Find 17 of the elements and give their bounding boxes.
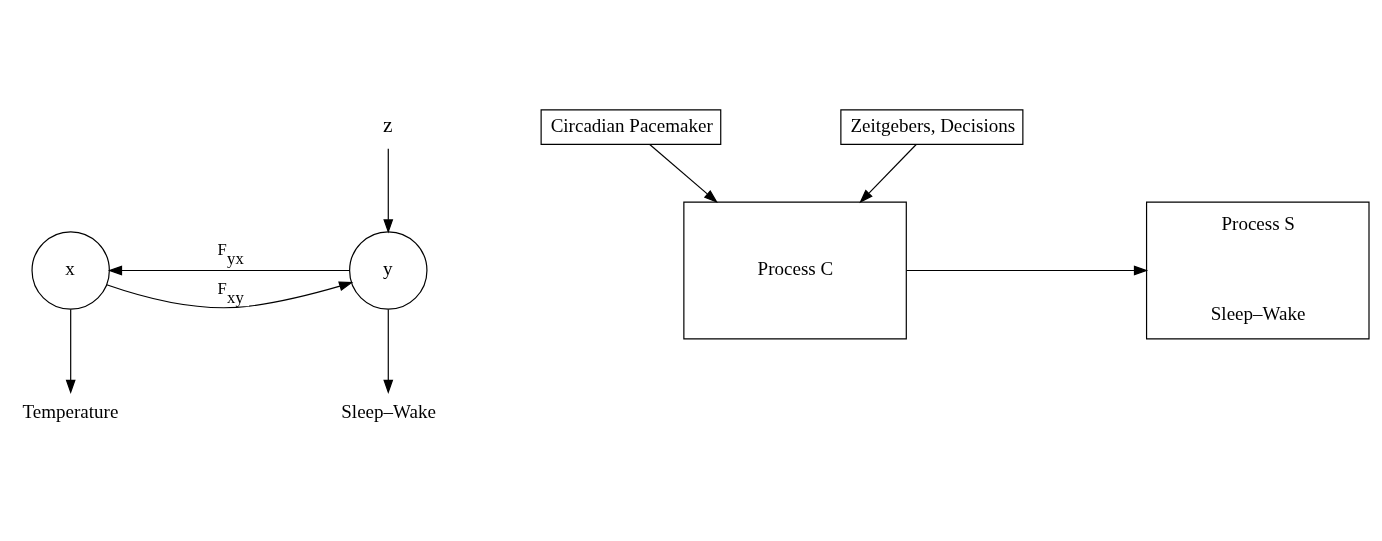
arrow bbox=[106, 281, 354, 309]
arrow bbox=[906, 265, 1149, 276]
arrow bbox=[383, 308, 394, 394]
node-circle: x bbox=[31, 231, 110, 310]
node-box: Process S Sleep–Wake bbox=[1145, 201, 1370, 340]
node-box: Zeitgebers, Decisions bbox=[840, 109, 1024, 145]
node-text: Temperature bbox=[22, 401, 119, 423]
arrow bbox=[859, 143, 917, 204]
arrow bbox=[649, 143, 718, 204]
arrow bbox=[383, 148, 394, 234]
node-text: z bbox=[382, 113, 393, 138]
arrow bbox=[107, 265, 351, 276]
node-circle: y bbox=[349, 231, 428, 310]
arrow bbox=[65, 308, 76, 394]
node-text: Sleep–Wake bbox=[341, 401, 436, 423]
node-box: Circadian Pacemaker bbox=[540, 109, 722, 145]
node-box: Process C bbox=[683, 201, 907, 340]
